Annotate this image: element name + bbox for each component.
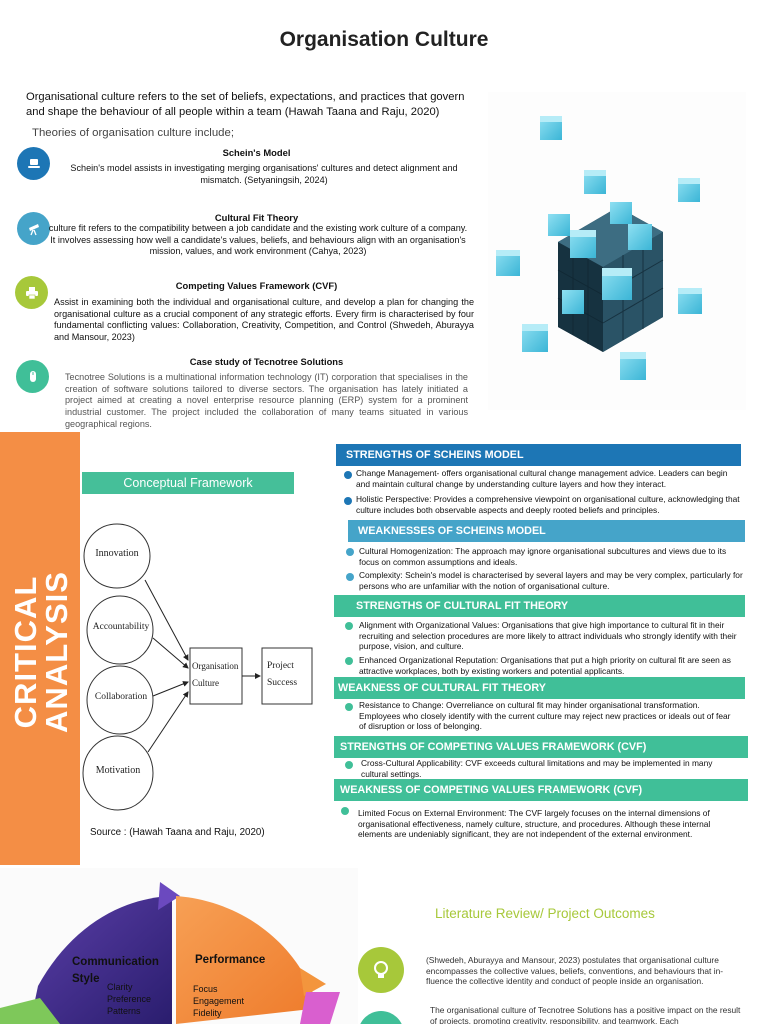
organisation-culture-label: Organisation Culture bbox=[192, 661, 239, 689]
case-study-body: Tecnotree Solutions is a multinational i… bbox=[65, 372, 468, 429]
cvf-body: Assist in examining both the individual … bbox=[54, 297, 474, 342]
project-success-box bbox=[261, 647, 313, 705]
motivation-node bbox=[82, 735, 154, 811]
laptop-icon bbox=[17, 147, 50, 180]
strengths-schein-bar: STRENGTHS OF SCHEINS MODEL bbox=[336, 444, 741, 466]
weakness-schein-item: Cultural Homogenization: The approach ma… bbox=[359, 546, 727, 567]
literature-title: Literature Review/ Project Outcomes bbox=[435, 906, 655, 921]
organisation-culture-box bbox=[189, 647, 243, 705]
page-title: Organisation Culture bbox=[279, 28, 489, 51]
bullet-icon bbox=[345, 622, 353, 630]
bullet-icon bbox=[345, 657, 353, 665]
schein-body: Schein's model assists in investigating … bbox=[70, 163, 458, 185]
mouse-icon bbox=[16, 360, 49, 393]
performance-title: Performance bbox=[195, 954, 266, 966]
communication-title: Communication Style bbox=[72, 956, 159, 985]
cultural-fit-heading: Cultural Fit Theory bbox=[214, 212, 299, 223]
bullet-icon bbox=[344, 471, 352, 479]
bullet-icon bbox=[344, 497, 352, 505]
weaknesses-schein-bar: WEAKNESSES OF SCHEINS MODEL bbox=[348, 520, 745, 542]
innovation-label: Innovation bbox=[95, 548, 139, 559]
strength-cvf-item: Cross-Cultural Applicability: CVF exceed… bbox=[361, 758, 713, 779]
collaboration-label: Collaboration bbox=[94, 692, 148, 702]
innovation-node bbox=[83, 523, 151, 589]
project-success-label: Project Success bbox=[267, 661, 298, 689]
bullet-icon bbox=[341, 807, 349, 815]
framework-source: Source : (Hawah Taana and Raju, 2020) bbox=[90, 827, 265, 838]
conceptual-framework-banner: Conceptual Framework bbox=[82, 472, 294, 494]
critical-line: CRITICAL bbox=[8, 575, 43, 729]
collaboration-node bbox=[86, 665, 154, 735]
performance-items: Focus Engagement Fidelity bbox=[193, 984, 245, 1018]
accountability-node bbox=[86, 595, 154, 665]
strength-schein-item: Change Management- offers organisational… bbox=[356, 468, 728, 489]
communication-items: Clarity Preference Patterns bbox=[107, 982, 152, 1016]
conceptual-framework-diagram: Innovation Accountability Collaboration … bbox=[82, 520, 318, 820]
bullet-icon bbox=[346, 573, 354, 581]
weakness-cvf-bar: WEAKNESS OF COMPETING VALUES FRAMEWORK (… bbox=[334, 779, 748, 801]
strength-fit-item: Alignment with Organizational Values: Or… bbox=[359, 620, 737, 652]
weakness-fit-item: Resistance to Change: Overreliance on cu… bbox=[359, 700, 731, 732]
cvf-heading: Competing Values Framework (CVF) bbox=[175, 280, 338, 291]
outcome-icon bbox=[358, 1011, 404, 1024]
bullet-icon bbox=[345, 761, 353, 769]
theories-heading: Theories of organisation culture include… bbox=[32, 127, 234, 139]
bullet-icon bbox=[345, 703, 353, 711]
strength-schein-item: Holistic Perspective: Provides a compreh… bbox=[356, 494, 740, 515]
printer-icon bbox=[15, 276, 48, 309]
analysis-line: ANALYSIS bbox=[39, 571, 74, 733]
weakness-fit-bar: WEAKNESS OF CULTURAL FIT THEORY bbox=[334, 677, 745, 699]
literature-para-2: The organisational culture of Tecnotree … bbox=[430, 1005, 741, 1024]
strengths-fit-bar: STRENGTHS OF CULTURAL FIT THEORY bbox=[334, 595, 745, 617]
cube-illustration bbox=[488, 92, 746, 410]
weakness-cvf-item: Limited Focus on External Environment: T… bbox=[358, 808, 711, 840]
case-study-heading: Case study of Tecnotree Solutions bbox=[189, 356, 344, 367]
schein-heading: Schein's Model bbox=[222, 147, 291, 158]
communication-segment bbox=[30, 896, 172, 1024]
weakness-schein-item: Complexity: Schein's model is characteri… bbox=[359, 570, 743, 591]
literature-para-1: (Shwedeh, Aburayya and Mansour, 2023) po… bbox=[426, 955, 724, 987]
bullet-icon bbox=[346, 548, 354, 556]
culture-wheel: Communication Style Clarity Preference P… bbox=[0, 868, 358, 1024]
strength-fit-item: Enhanced Organizational Reputation: Orga… bbox=[359, 655, 731, 676]
intro-paragraph: Organisational culture refers to the set… bbox=[26, 91, 465, 118]
accountability-label: Accountability bbox=[92, 622, 150, 632]
telescope-icon bbox=[17, 212, 50, 245]
motivation-label: Motivation bbox=[95, 765, 141, 776]
lightbulb-icon bbox=[358, 947, 404, 993]
strengths-cvf-bar: STRENGTHS OF COMPETING VALUES FRAMEWORK … bbox=[334, 736, 748, 758]
performance-segment bbox=[176, 896, 320, 1024]
cultural-fit-body: culture fit refers to the compatibility … bbox=[48, 223, 468, 257]
critical-analysis-banner: CRITICAL ANALYSIS bbox=[0, 432, 80, 865]
